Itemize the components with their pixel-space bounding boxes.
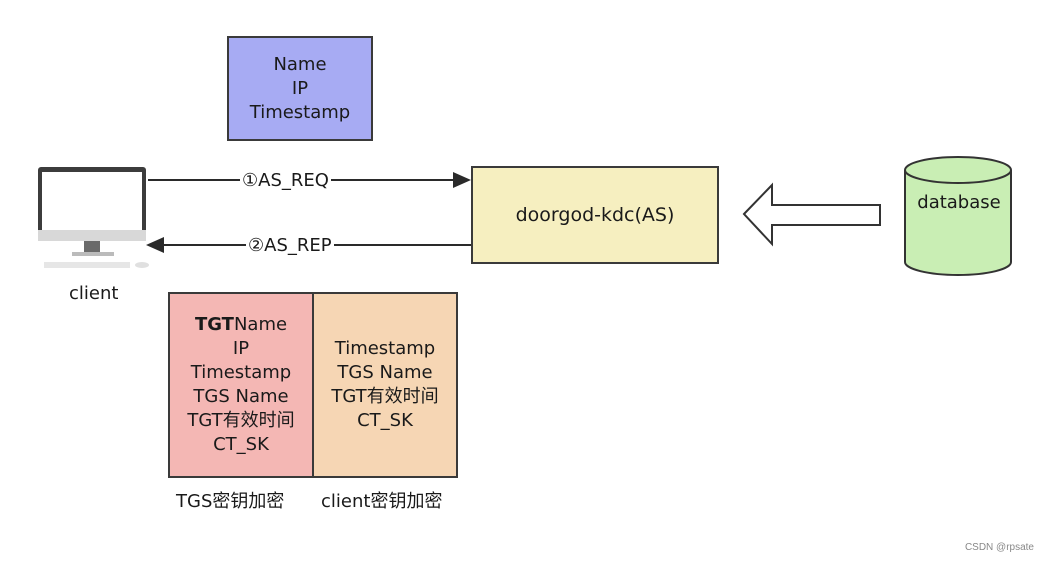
tgt-ct-sk-text: CT_SK — [213, 434, 269, 455]
req-ip-text: IP — [291, 77, 309, 99]
computer-icon — [38, 167, 149, 268]
ck-timestamp-text: Timestamp — [334, 338, 436, 359]
as-rep-label: ②AS_REP — [246, 235, 334, 257]
watermark: CSDN @rpsate — [964, 542, 1034, 553]
client-key-box: Timestamp TGS Name TGT有效时间 CT_SK — [312, 292, 458, 478]
tgt-validity-text: TGT有效时间 — [187, 410, 295, 431]
ck-tgs-name-text: TGS Name — [337, 362, 433, 383]
database-label: database — [917, 192, 1001, 213]
tgt-tgs-name-text: TGS Name — [193, 386, 289, 407]
ck-ct-sk-text: CT_SK — [357, 410, 413, 431]
as-req-content-box: Name IP Timestamp — [227, 36, 373, 141]
as-req-label: ①AS_REQ — [240, 170, 331, 192]
database-cylinder — [904, 156, 1012, 276]
kdc-as-box: doorgod-kdc(AS) — [471, 166, 719, 264]
tgt-timestamp-text: Timestamp — [190, 362, 292, 383]
database-to-kdc-arrow — [742, 182, 881, 247]
tgt-ip-text: IP — [232, 338, 250, 359]
req-name-text: Name — [273, 53, 327, 75]
tgs-key-caption: TGS密钥加密 — [176, 491, 285, 512]
tgt-title-rest: Name — [233, 314, 288, 335]
req-timestamp-text: Timestamp — [249, 101, 351, 123]
client-label: client — [69, 283, 119, 304]
tgt-title: TGTName — [195, 313, 287, 337]
tgt-box: TGTName IP Timestamp TGS Name TGT有效时间 CT… — [168, 292, 314, 478]
ck-validity-text: TGT有效时间 — [331, 386, 439, 407]
tgt-title-bold: TGT — [194, 314, 234, 335]
kdc-label: doorgod-kdc(AS) — [515, 204, 675, 226]
client-key-caption: client密钥加密 — [321, 491, 443, 512]
